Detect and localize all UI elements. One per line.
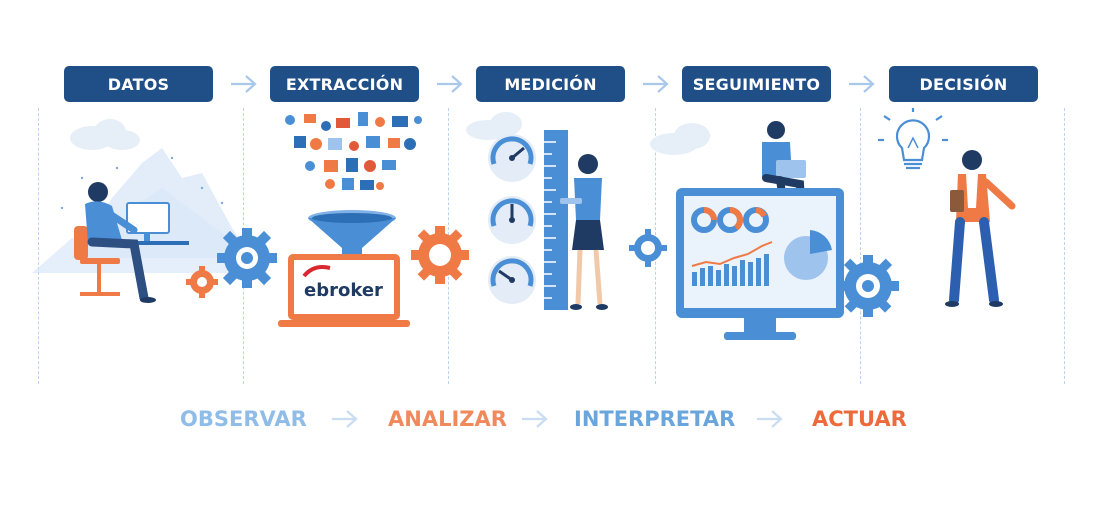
gauge-icon	[488, 196, 536, 244]
verb-analizar: ANALIZAR	[388, 407, 507, 431]
stage-label-medicion: MEDICIÓN	[476, 66, 625, 102]
ruler-icon	[544, 130, 568, 310]
ebroker-logo: ebroker	[302, 265, 383, 301]
data-icons-cluster	[285, 112, 422, 190]
stage-label-decision: DECISIÓN	[889, 66, 1038, 102]
verb-actuar: ACTUAR	[812, 407, 907, 431]
gear-icon	[186, 266, 218, 298]
arrow-right-icon	[231, 75, 257, 93]
person-head	[88, 182, 108, 202]
arrow-right-icon	[437, 75, 463, 93]
laptop-icon	[278, 254, 410, 327]
verb-interpretar: INTERPRETAR	[574, 407, 736, 431]
divider-line	[860, 108, 861, 384]
cloud-icon	[70, 119, 140, 150]
arrow-right-icon	[332, 410, 358, 428]
divider-line	[38, 108, 39, 384]
datos-illustration	[32, 119, 277, 303]
cloud-icon	[650, 123, 710, 155]
arrow-right-icon	[757, 410, 783, 428]
seguimiento-illustration	[629, 121, 899, 340]
person-figure	[560, 154, 608, 310]
gauge-icon	[488, 134, 536, 182]
stage-label-extraccion: EXTRACCIÓN	[270, 66, 419, 102]
decision-illustration	[878, 108, 1016, 307]
arrow-right-icon	[849, 75, 875, 93]
gauge-icon	[488, 256, 536, 304]
lightbulb-icon	[878, 108, 948, 170]
divider-line	[1064, 108, 1065, 384]
logo-text: ebroker	[304, 280, 383, 301]
gear-icon	[629, 229, 667, 267]
bar-chart-icon	[692, 254, 769, 286]
donut-chart-icon	[691, 207, 769, 233]
gear-icon	[411, 226, 469, 284]
arrow-right-icon	[643, 75, 669, 93]
stage-label-datos: DATOS	[64, 66, 213, 102]
cloud-icon	[466, 112, 522, 140]
funnel-icon	[308, 210, 396, 268]
person-figure	[945, 150, 1016, 307]
pie-chart-icon	[784, 230, 832, 280]
extraccion-illustration: ebroker	[278, 112, 469, 327]
gear-icon	[217, 228, 277, 288]
arrow-right-icon	[522, 410, 548, 428]
stage-label-seguimiento: SEGUIMIENTO	[682, 66, 831, 102]
verb-observar: OBSERVAR	[180, 407, 307, 431]
medicion-illustration	[466, 112, 608, 310]
